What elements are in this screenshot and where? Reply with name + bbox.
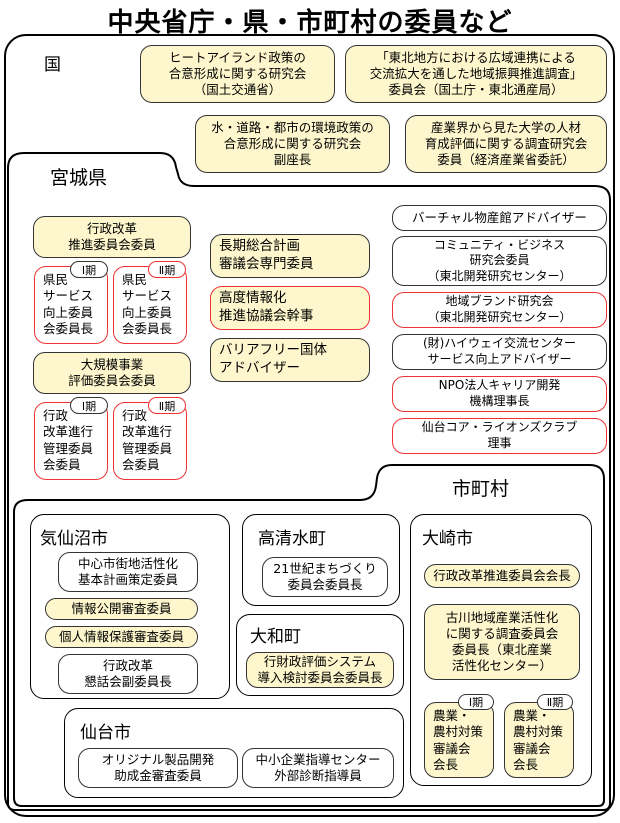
kesennuma-item: 行政改革 懇話会副委員長 bbox=[58, 654, 198, 694]
national-item: 「東北地方における広域連携による 交流拡大を通した地域振興推進調査」 委員会（国… bbox=[345, 45, 607, 103]
sendai-label: 仙台市 bbox=[80, 723, 131, 743]
national-item: 産業界から見た大学の人材 育成評価に関する調査研究会 委員（経済産業省委託） bbox=[405, 115, 607, 173]
kenmin-1-box: 県民 サービス 向上委員 会委員長 bbox=[34, 266, 108, 344]
kenmin-1-tag: Ⅰ期 bbox=[70, 261, 108, 278]
osaki-noson-2-box: 農業・ 農村対策 審議会 会長 bbox=[504, 702, 574, 778]
kesennuma-label: 気仙沼市 bbox=[40, 529, 108, 549]
national-item: ヒートアイランド政策の 合意形成に関する研究会 （国土交通省） bbox=[140, 45, 335, 103]
gyosei-box: 行政改革 推進委員会委員 bbox=[33, 216, 191, 258]
prefecture-middle-item: 長期総合計画 審議会専門委員 bbox=[210, 234, 370, 278]
kanri-2-box: 行政 改革進行 管理委員 会委員 bbox=[113, 402, 187, 480]
kenmin-2-tag: Ⅱ期 bbox=[148, 261, 186, 278]
prefecture-right-item: 地域ブランド研究会 （東北開発研究センター） bbox=[392, 292, 607, 328]
kesennuma-item: 情報公開審査委員 bbox=[45, 598, 198, 620]
prefecture-right-item: (財)ハイウェイ交流センター サービス向上アドバイザー bbox=[392, 334, 607, 370]
prefecture-middle-item: 高度情報化 推進協議会幹事 bbox=[210, 286, 370, 330]
osaki-item: 古川地域産業活性化 に関する調査委員会 委員長（東北産業 活性化センター） bbox=[424, 604, 580, 680]
prefecture-label: 宮城県 bbox=[50, 167, 108, 189]
osaki-noson-2-tag: Ⅱ期 bbox=[537, 694, 573, 710]
daikibo-box: 大規模事業 評価委員会委員 bbox=[33, 352, 191, 394]
takashimizu-item: 21世紀まちづくり 委員会委員長 bbox=[262, 557, 388, 597]
sendai-item: 中小企業指導センター 外部診断指導員 bbox=[242, 748, 394, 788]
kesennuma-item: 個人情報保護審査委員 bbox=[45, 626, 198, 648]
kesennuma-item: 中心市街地活性化 基本計画策定委員 bbox=[58, 552, 198, 592]
national-label: 国 bbox=[44, 55, 61, 75]
prefecture-right-item: 仙台コア・ライオンズクラブ 理事 bbox=[392, 418, 607, 454]
sendai-item: オリジナル製品開発 助成金審査委員 bbox=[78, 748, 238, 788]
osaki-item: 行政改革推進委員会会長 bbox=[424, 564, 580, 588]
osaki-noson-1-tag: Ⅰ期 bbox=[458, 694, 494, 710]
daiwa-item: 行財政評価システム 導入検討委員会委員長 bbox=[246, 652, 394, 688]
prefecture-middle-item: バリアフリー国体 アドバイザー bbox=[210, 338, 370, 382]
prefecture-right-item: バーチャル物産館アドバイザー bbox=[392, 205, 607, 231]
page-title: 中央省庁・県・市町村の委員など bbox=[107, 8, 513, 38]
national-item: 水・道路・都市の環境政策の 合意形成に関する研究会 副座長 bbox=[195, 115, 390, 173]
takashimizu-label: 高清水町 bbox=[258, 529, 326, 549]
kenmin-2-box: 県民 サービス 向上委員 会委員長 bbox=[113, 266, 187, 344]
prefecture-right-item: NPO法人キャリア開発 機構理事長 bbox=[392, 376, 607, 412]
osaki-noson-1-box: 農業・ 農村対策 審議会 会長 bbox=[424, 702, 494, 778]
osaki-label: 大崎市 bbox=[422, 529, 473, 549]
daiwa-label: 大和町 bbox=[250, 627, 301, 647]
kanri-1-tag: Ⅰ期 bbox=[70, 397, 108, 414]
municipal-label: 市町村 bbox=[452, 478, 510, 500]
prefecture-right-item: コミュニティ・ビジネス 研究会委員 （東北開発研究センター） bbox=[392, 236, 607, 286]
kanri-2-tag: Ⅱ期 bbox=[148, 397, 186, 414]
